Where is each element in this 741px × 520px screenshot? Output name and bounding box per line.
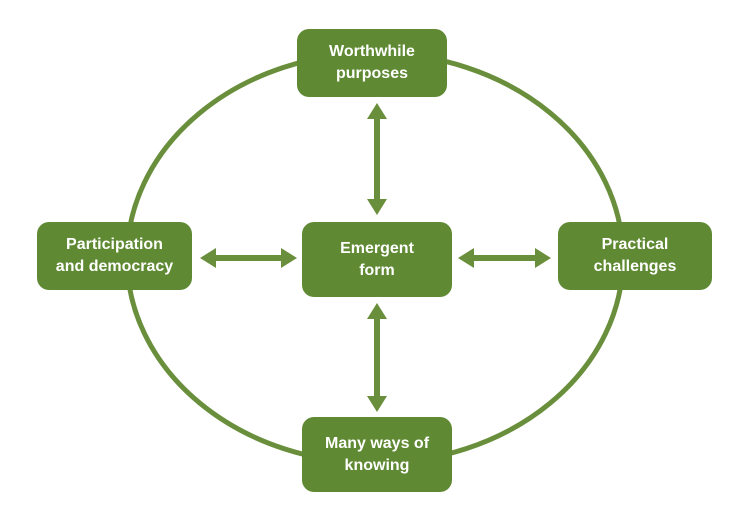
node-label-line1: Practical [601,236,669,253]
arrow-center-right [458,248,551,268]
arrowhead [458,248,474,268]
node-label-line2: and democracy [55,258,174,275]
node-label-line1: Worthwhile [329,43,415,60]
node-label-line1: Many ways of [324,434,430,452]
node-worthwhile-purposes: Worthwhile purposes [297,29,447,97]
arrowhead [281,248,297,268]
arrowhead [200,248,216,268]
arrowhead [535,248,551,268]
node-emergent-form: Emergent form [302,222,452,297]
arrow-center-left [200,248,297,268]
arrowhead [367,396,387,412]
node-practical-challenges: Practical challenges [558,222,712,290]
arrow-center-top [367,103,387,215]
node-label-line2: purposes [335,65,408,82]
arrowhead [367,303,387,319]
node-label-line2: challenges [593,258,677,275]
node-label-line1: Participation [66,236,163,253]
arrow-group [200,103,551,412]
node-label-line2: knowing [344,456,410,474]
node-many-ways-of-knowing: Many ways of knowing [302,417,452,492]
arrowhead [367,199,387,215]
node-label-line2: form [359,261,395,279]
arrow-center-bottom [367,303,387,412]
node-participation-and-democracy: Participation and democracy [37,222,192,290]
arrowhead [367,103,387,119]
node-label-line1: Emergent [340,239,414,257]
